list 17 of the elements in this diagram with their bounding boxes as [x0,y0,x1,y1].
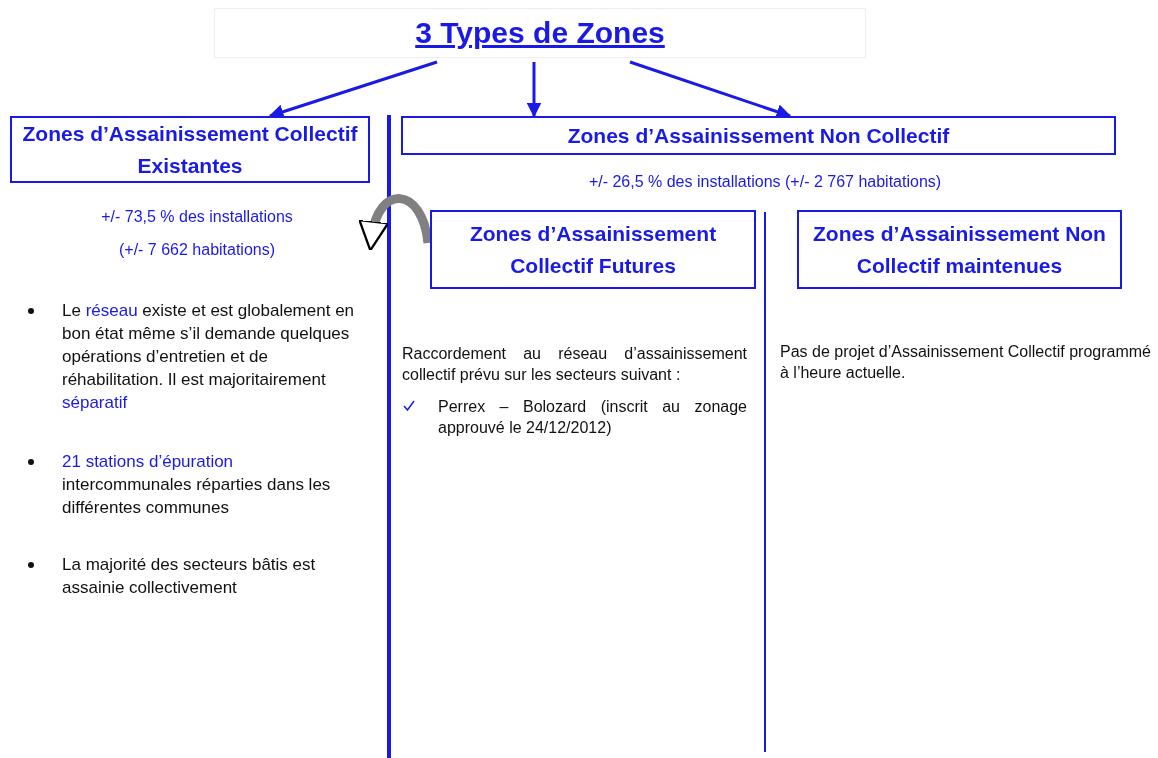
bullet-text: 21 stations d’épuration intercommunales réparties dans les différentes communes [62,451,332,519]
arrow [526,62,542,118]
body-text: Raccordement au réseau d’assainissement collectif prévu sur les secteurs suivant : [402,344,747,385]
body-text: Pas de projet d’Assainissement Collectif programmé à l’heure actuelle. [780,342,1151,383]
statistic-text: (+/- 7 662 habitations) [118,241,276,259]
bullet-text: Le réseau existe et est globalement en bon état même s’il demande quelques opérations d’entretien et de réhabilitation. Il est majoritairement séparatif [62,300,356,414]
zone-box: Zones d’Assainissement Collectif Existantes [10,116,370,183]
zone-box: Zones d’Assainissement Non Collectif maintenues [797,210,1122,289]
arrow [629,60,792,119]
bullet-text: Perrex – Bolozard (inscrit au zonage approuvé le 24/12/2012) [438,397,747,438]
zone-box: Zones d’Assainissement Non Collectif [401,116,1116,155]
arrow [268,60,438,119]
zone-box: Zones d’Assainissement Collectif Futures [430,210,756,289]
diagram-title: 3 Types de Zones [415,16,665,50]
statistic-text: +/- 26,5 % des installations (+/- 2 767 habitations) [588,173,942,191]
bullet-text: La majorité des secteurs bâtis est assainie collectivement [62,554,317,599]
statistic-text: +/- 73,5 % des installations [101,208,293,226]
